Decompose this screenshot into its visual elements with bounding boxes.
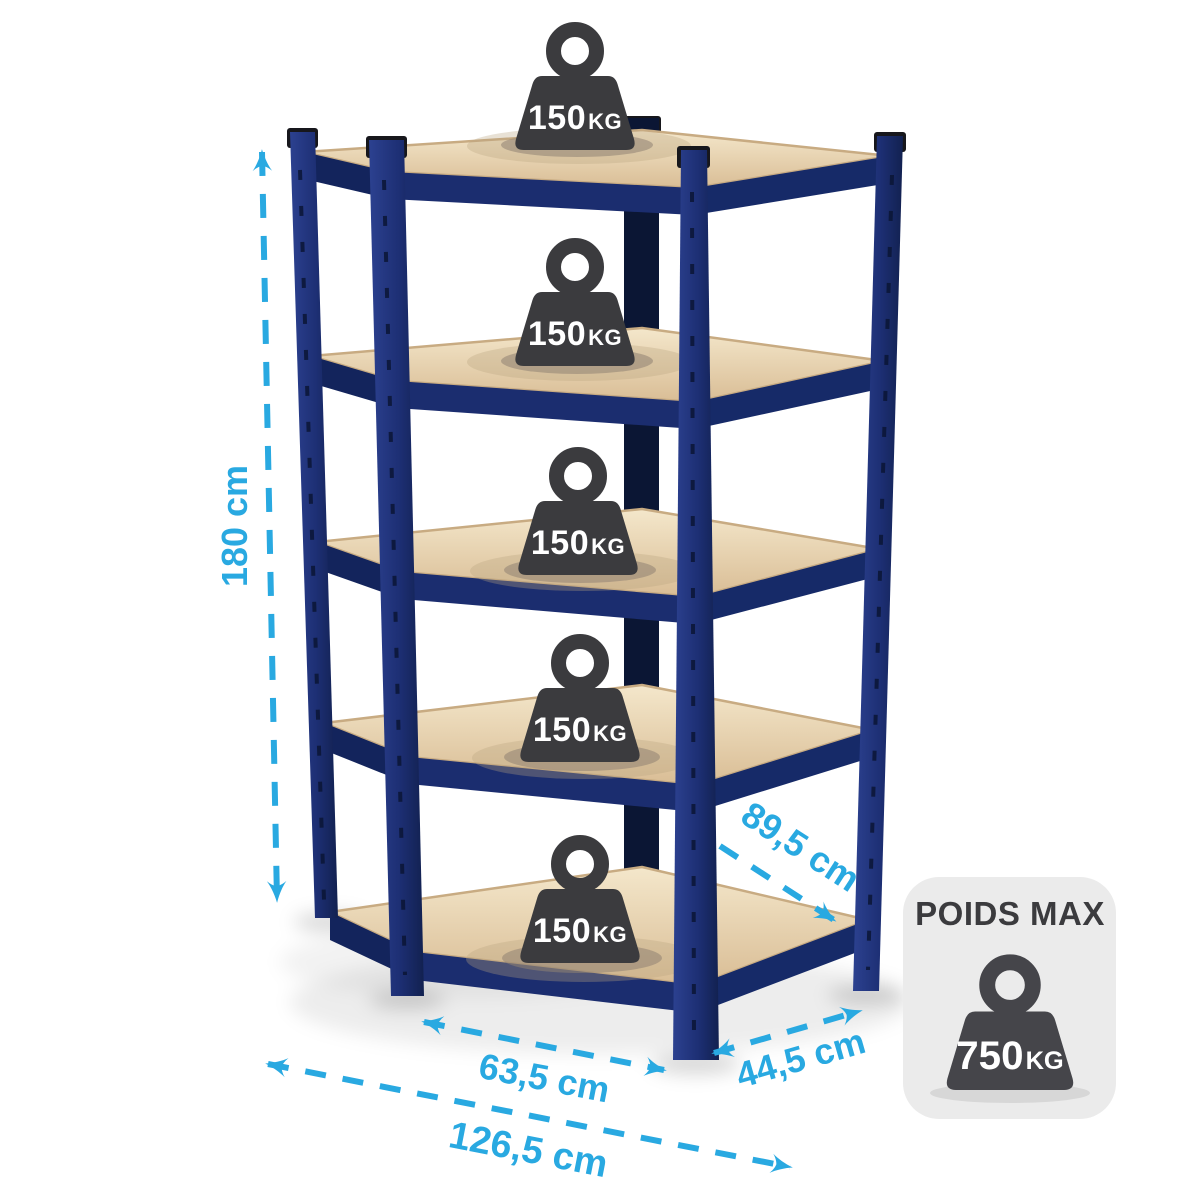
shelf-level-1 [302,128,892,215]
frame-post-front-left [366,136,424,996]
shelf-capacity-label: 150KG [533,711,627,749]
side-depth-dimension-label: 89,5 cm [734,793,867,899]
max-weight-badge: POIDS MAX 750KG [903,877,1116,1119]
weight-icon-level-3: 150KG [470,455,694,591]
front-right-dimension-arrow [711,1006,863,1058]
shelf-capacity-label: 150KG [528,99,622,137]
weight-icon-level-5: 150KG [466,843,702,982]
weight-icon-level-1: 150KG [467,30,691,164]
badge-title: POIDS MAX [915,895,1105,932]
shelf-capacity-label: 150KG [533,912,627,950]
shelf-capacity-label: 150KG [531,524,625,562]
height-dimension-arrow [252,149,287,903]
total-width-dimension-arrow [265,1058,793,1173]
weight-icon-level-4: 150KG [472,642,696,779]
frame-post-front-center [673,146,719,1060]
badge-weight-icon: 750KG [947,962,1073,1090]
frame-post-front-right [853,132,906,991]
shelf-capacity-label: 150KG [528,315,622,353]
dimension-height: 180 cm [214,149,287,903]
badge-capacity-label: 750KG [956,1033,1063,1078]
weight-icon-level-2: 150KG [467,246,691,381]
shelf-level-2 [309,326,886,429]
height-dimension-label: 180 cm [214,465,255,587]
frame-post-back-left [287,128,338,918]
